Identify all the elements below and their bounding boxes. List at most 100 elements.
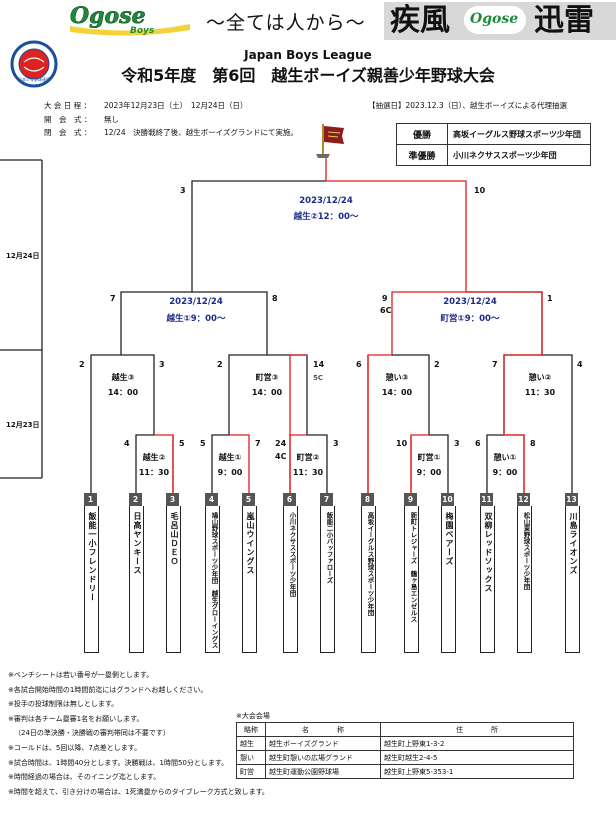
r1-1-venue: 越生②	[142, 453, 166, 462]
r1-3-right-score: 3	[333, 439, 339, 448]
team-number-3: 3	[166, 493, 179, 507]
banner-right: 迅雷	[534, 3, 594, 38]
r2-2-right-score: 14	[313, 360, 325, 369]
trophy-flag-icon	[312, 122, 346, 158]
date-value: 2023年12月23日（土） 12月24日（日）	[104, 101, 248, 110]
r2-1-right-score: 3	[159, 360, 165, 369]
venue-abbr: 越生	[236, 736, 266, 751]
venue-row: 町営 越生町運動公園野球場 越生町上野東5-353-1	[236, 764, 574, 779]
team-name-4: 鳩山野球スポーツ少年団 越生グローイングス	[210, 512, 218, 649]
team-name-1: 飯能一小フレンドリー	[88, 512, 97, 602]
semi-2-note: 6C	[380, 306, 392, 315]
team-name-10: 梅園ベアーズ	[445, 512, 454, 566]
team-number-8: 8	[361, 493, 374, 507]
note-item: ※ベンチシートは若い番号が一塁側とします。	[8, 671, 154, 679]
venue-row: 憩い 越生町憩いの広場グランド 越生町越生2-4-5	[236, 750, 574, 765]
venue-table-title: ※大会会場	[236, 712, 270, 720]
r2-4-right-score: 4	[577, 360, 583, 369]
venue-name: 越生町憩いの広場グランド	[265, 750, 381, 765]
r1-3-venue: 町営②	[296, 453, 320, 462]
team-box-10: 梅園ベアーズ	[441, 506, 456, 653]
r1-2-venue: 越生①	[218, 453, 242, 462]
r1-1-right-score: 5	[179, 439, 185, 448]
r2-4-left-score: 7	[492, 360, 498, 369]
team-name-8: 高坂イーグルス野球スポーツ少年団	[366, 512, 374, 616]
venue-abbr: 町営	[236, 764, 266, 779]
team-number-6: 6	[283, 493, 296, 507]
team-name-6: 小川ネクサススポーツ少年団	[288, 512, 296, 597]
team-name-7: 飯能二小バッファローズ	[325, 512, 333, 584]
team-box-8: 高坂イーグルス野球スポーツ少年団	[361, 506, 376, 653]
team-box-13: 川島ライオンズ	[565, 506, 580, 653]
semi-2-date: 2023/12/24	[443, 297, 497, 307]
venue-address: 越生町上野東1-3-2	[380, 736, 574, 751]
note-item: ※投手の投球制限は無しとします。	[8, 700, 119, 709]
semi-2-left-score: 9	[382, 294, 388, 303]
r2-1-left-score: 2	[79, 360, 85, 369]
r1-2-left-score: 5	[200, 439, 206, 448]
team-name-9: 新町トレジャーズ 鶴ヶ島エンゼルス	[409, 512, 417, 623]
team-box-5: 嵐山ウイングス	[242, 506, 257, 653]
team-number-5: 5	[242, 493, 255, 507]
r1-3-note: 4C	[275, 452, 287, 461]
venue-address: 越生町上野東5-353-1	[380, 764, 574, 779]
r1-2-time: 9：00	[217, 468, 243, 477]
r2-1-venue: 越生③	[111, 373, 135, 382]
r1-3-left-score: 24	[275, 439, 287, 448]
final-date: 2023/12/24	[299, 196, 353, 206]
closing-label: 閉 会 式 ：	[44, 128, 92, 137]
team-box-11: 双柳レッドソックス	[480, 506, 495, 653]
team-name-11: 双柳レッドソックス	[484, 512, 493, 593]
r2-2-time: 14：00	[251, 388, 283, 397]
r2-4-time: 11：30	[524, 388, 556, 397]
venue-name: 越生町運動公園野球場	[265, 764, 381, 779]
league-name: Japan Boys League	[244, 48, 372, 62]
team-box-9: 新町トレジャーズ 鶴ヶ島エンゼルス	[404, 506, 419, 653]
venue-header-name: 名 称	[265, 722, 381, 737]
date-label: 大 会 日 程 ：	[44, 101, 92, 110]
day-label-23: 12月23日	[6, 421, 40, 429]
final-left-score: 3	[180, 186, 186, 195]
team-box-12: 松山東野球スポーツ少年団	[517, 506, 532, 653]
r1-4-time: 9：00	[416, 468, 442, 477]
note-item: （24日の準決勝・決勝戦の審判帯同は不要です）	[14, 729, 170, 738]
winners-table: 優勝 高坂イーグルス野球スポーツ少年団 準優勝 小川ネクサススポーツ少年団	[396, 123, 591, 166]
seal-text: 日本少年野球連盟	[18, 76, 50, 82]
team-number-2: 2	[129, 493, 142, 507]
venue-header-row: 略称 名 称 住 所	[236, 722, 574, 737]
team-name-12: 松山東野球スポーツ少年団	[522, 512, 530, 590]
r1-5-venue: 憩い①	[493, 453, 517, 462]
team-box-1: 飯能一小フレンドリー	[84, 506, 99, 653]
r1-1-time: 11：30	[138, 468, 170, 477]
team-number-12: 12	[517, 493, 530, 507]
venue-row: 越生 越生ボーイズグランド 越生町上野東1-3-2	[236, 736, 574, 751]
team-box-4: 鳩山野球スポーツ少年団 越生グローイングス	[205, 506, 220, 653]
r1-5-right-score: 8	[530, 439, 536, 448]
venue-header-address: 住 所	[380, 722, 574, 737]
venue-name: 越生ボーイズグランド	[265, 736, 381, 751]
team-name-5: 嵐山ウイングス	[246, 512, 255, 575]
team-name-13: 川島ライオンズ	[569, 512, 578, 575]
note-item: ※コールドは、5回以降、7点差とします。	[8, 743, 142, 752]
r2-2-left-score: 2	[217, 360, 223, 369]
r1-5-time: 9：00	[492, 468, 518, 477]
note-item: ※試合時間は、1時間40分とします。決勝戦は、1時間50分とします。	[8, 758, 229, 767]
team-number-9: 9	[404, 493, 417, 507]
team-number-10: 10	[441, 493, 454, 507]
semi-2-right-score: 1	[547, 294, 553, 303]
team-box-3: 毛呂山ＤＥＯ	[166, 506, 181, 653]
rules-notes: ※ベンチシートは若い番号が一塁側とします。 ※各試合開始時間の1時間前迄にはグラ…	[8, 668, 269, 799]
r2-3-right-score: 2	[434, 360, 440, 369]
note-item: ※時間経過の場合は、そのイニング迄とします。	[8, 773, 161, 782]
banner-mid: Ogose	[470, 11, 519, 27]
r2-2-venue: 町営③	[255, 373, 279, 382]
r2-2-note: 5C	[313, 374, 324, 382]
banner-left: 疾風	[390, 3, 450, 38]
r1-2-right-score: 7	[255, 439, 261, 448]
semi-2-venue: 町営①9：00〜	[440, 314, 500, 324]
champion-row: 優勝 高坂イーグルス野球スポーツ少年団	[396, 123, 591, 145]
team-name-3: 毛呂山ＤＥＯ	[170, 512, 179, 566]
team-box-7: 飯能二小バッファローズ	[320, 506, 335, 653]
semi-1-venue: 越生①9：00〜	[166, 314, 226, 324]
